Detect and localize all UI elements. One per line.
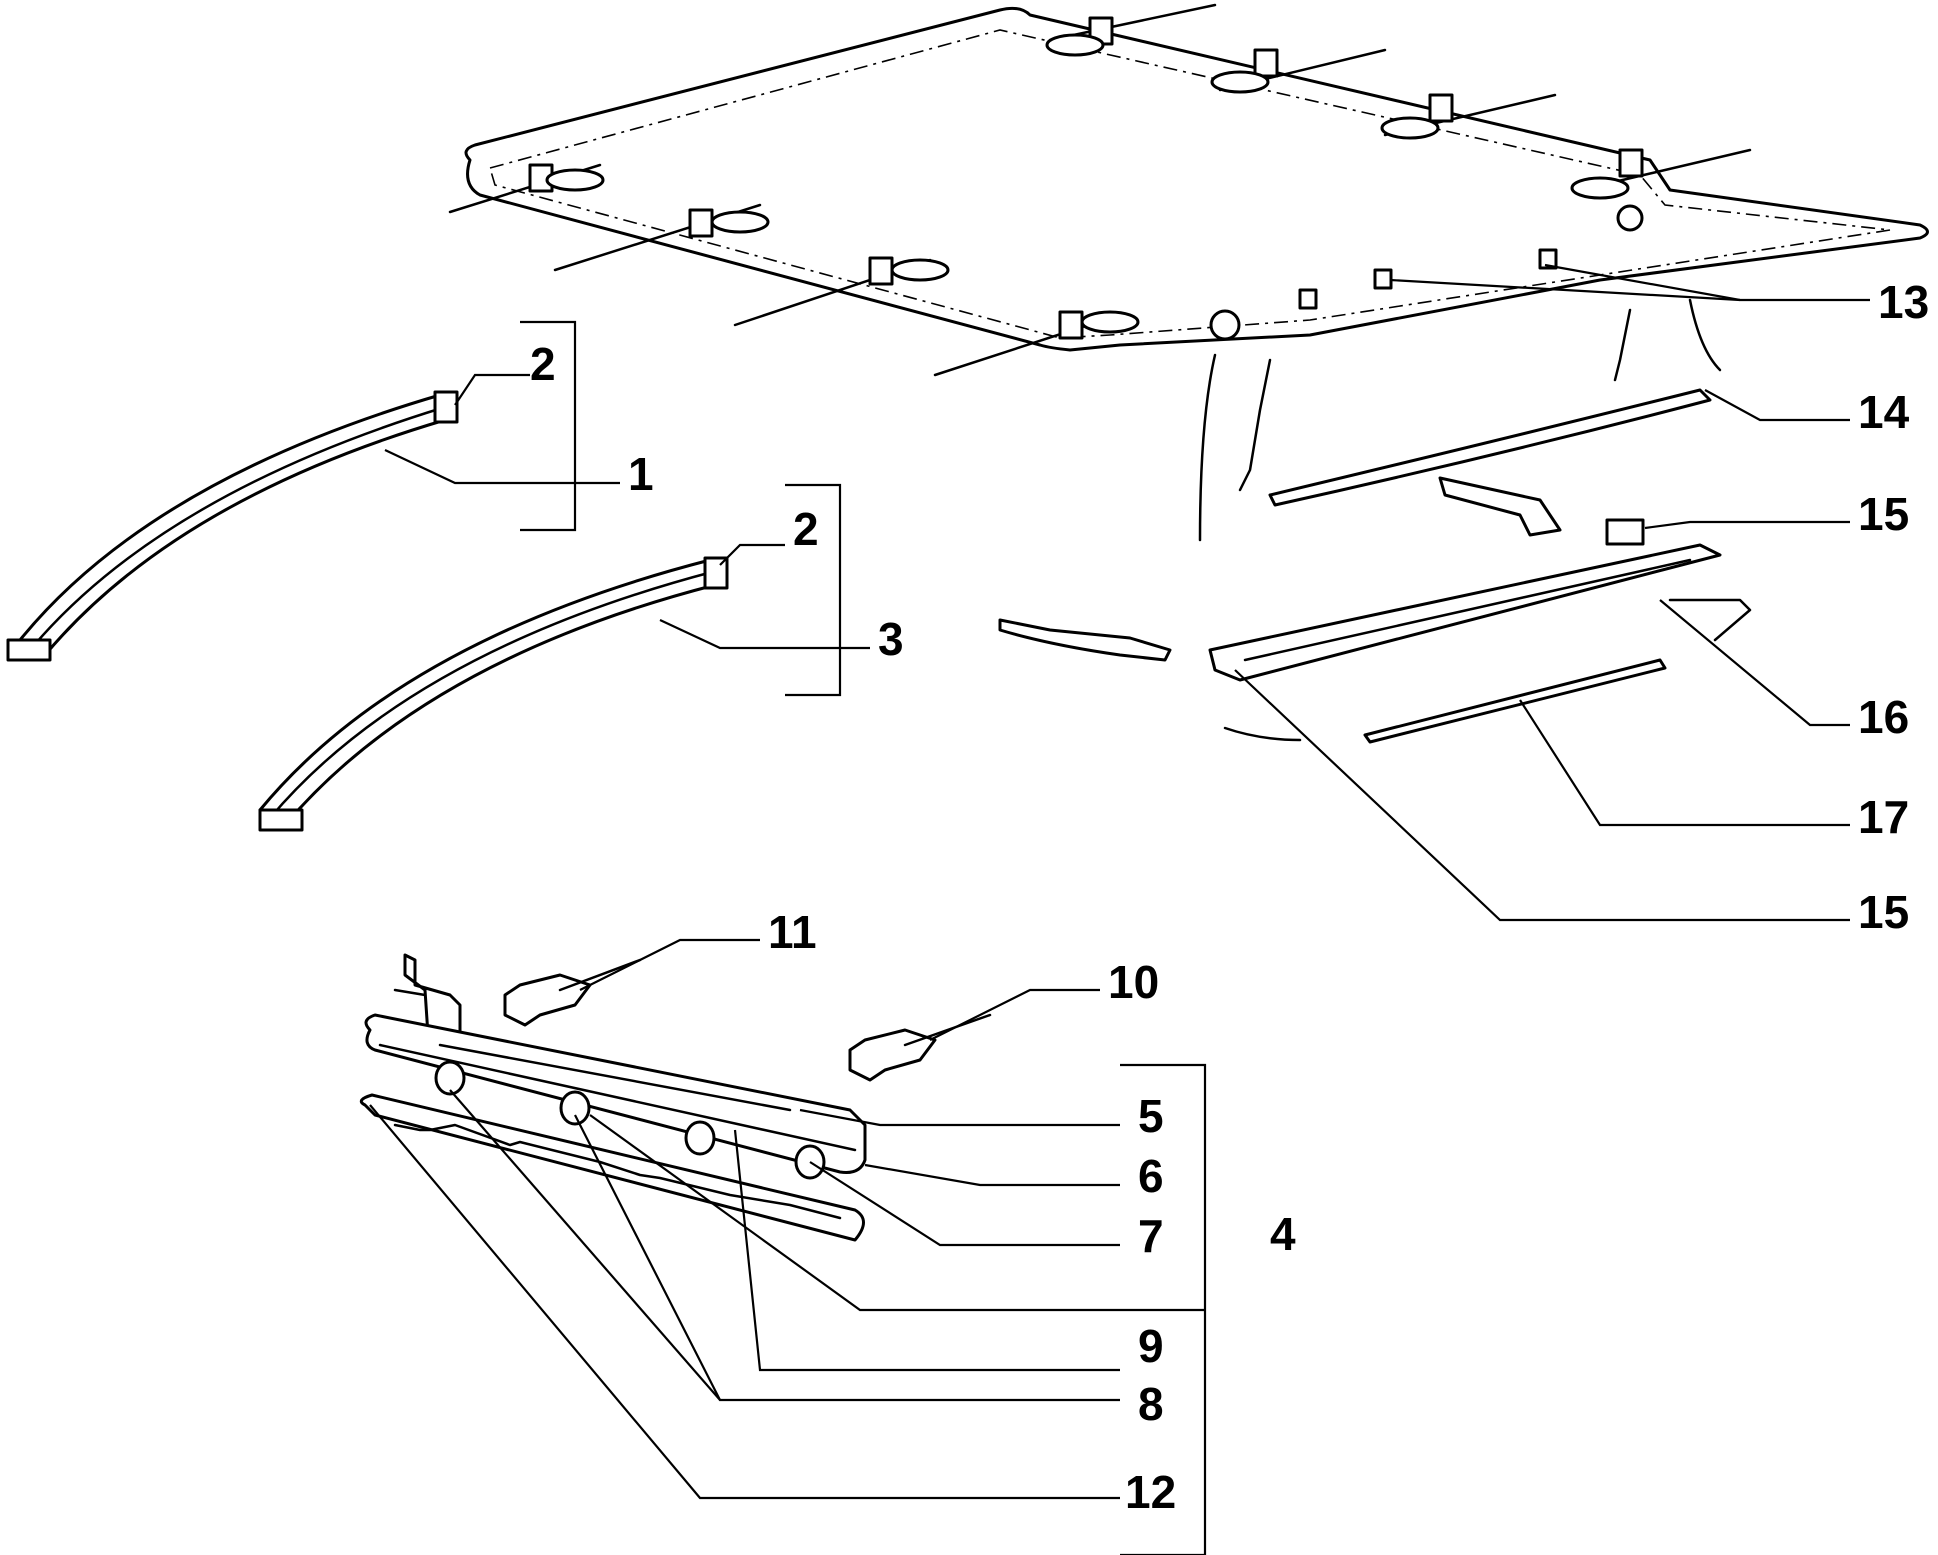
callout-11: 11 [768, 906, 817, 958]
callout-2-rail-3: 2 [793, 503, 819, 555]
callout-10: 10 [1108, 956, 1159, 1008]
callout-14: 14 [1858, 386, 1910, 438]
callout-12: 12 [1125, 1466, 1176, 1518]
callout-17: 17 [1858, 791, 1909, 843]
roof-rail-3 [258, 556, 729, 832]
roof-frame-assembly [448, 3, 1929, 542]
callout-6: 6 [1138, 1150, 1164, 1202]
callout-16: 16 [1858, 691, 1909, 743]
callout-3: 3 [878, 613, 904, 665]
leader-lines [369, 263, 1870, 1500]
callout-15-upper: 15 [1858, 488, 1909, 540]
callout-9: 9 [1138, 1320, 1164, 1372]
callout-13: 13 [1878, 276, 1929, 328]
roof-brackets [528, 16, 1644, 341]
callout-1: 1 [628, 448, 654, 500]
callout-7: 7 [1138, 1210, 1164, 1262]
group-brackets [520, 320, 1207, 1555]
callout-labels: 2 1 2 3 13 14 15 16 17 15 11 10 5 6 7 4 … [530, 276, 1929, 1518]
front-crossmember-assembly [359, 953, 992, 1242]
callout-8: 8 [1138, 1378, 1164, 1430]
rear-rail-parts [998, 388, 1752, 744]
callout-15-lower: 15 [1858, 886, 1909, 938]
callout-2-rail-1: 2 [530, 338, 556, 390]
callout-5: 5 [1138, 1090, 1164, 1142]
callout-4: 4 [1270, 1208, 1296, 1260]
roof-rail-1 [6, 390, 459, 662]
